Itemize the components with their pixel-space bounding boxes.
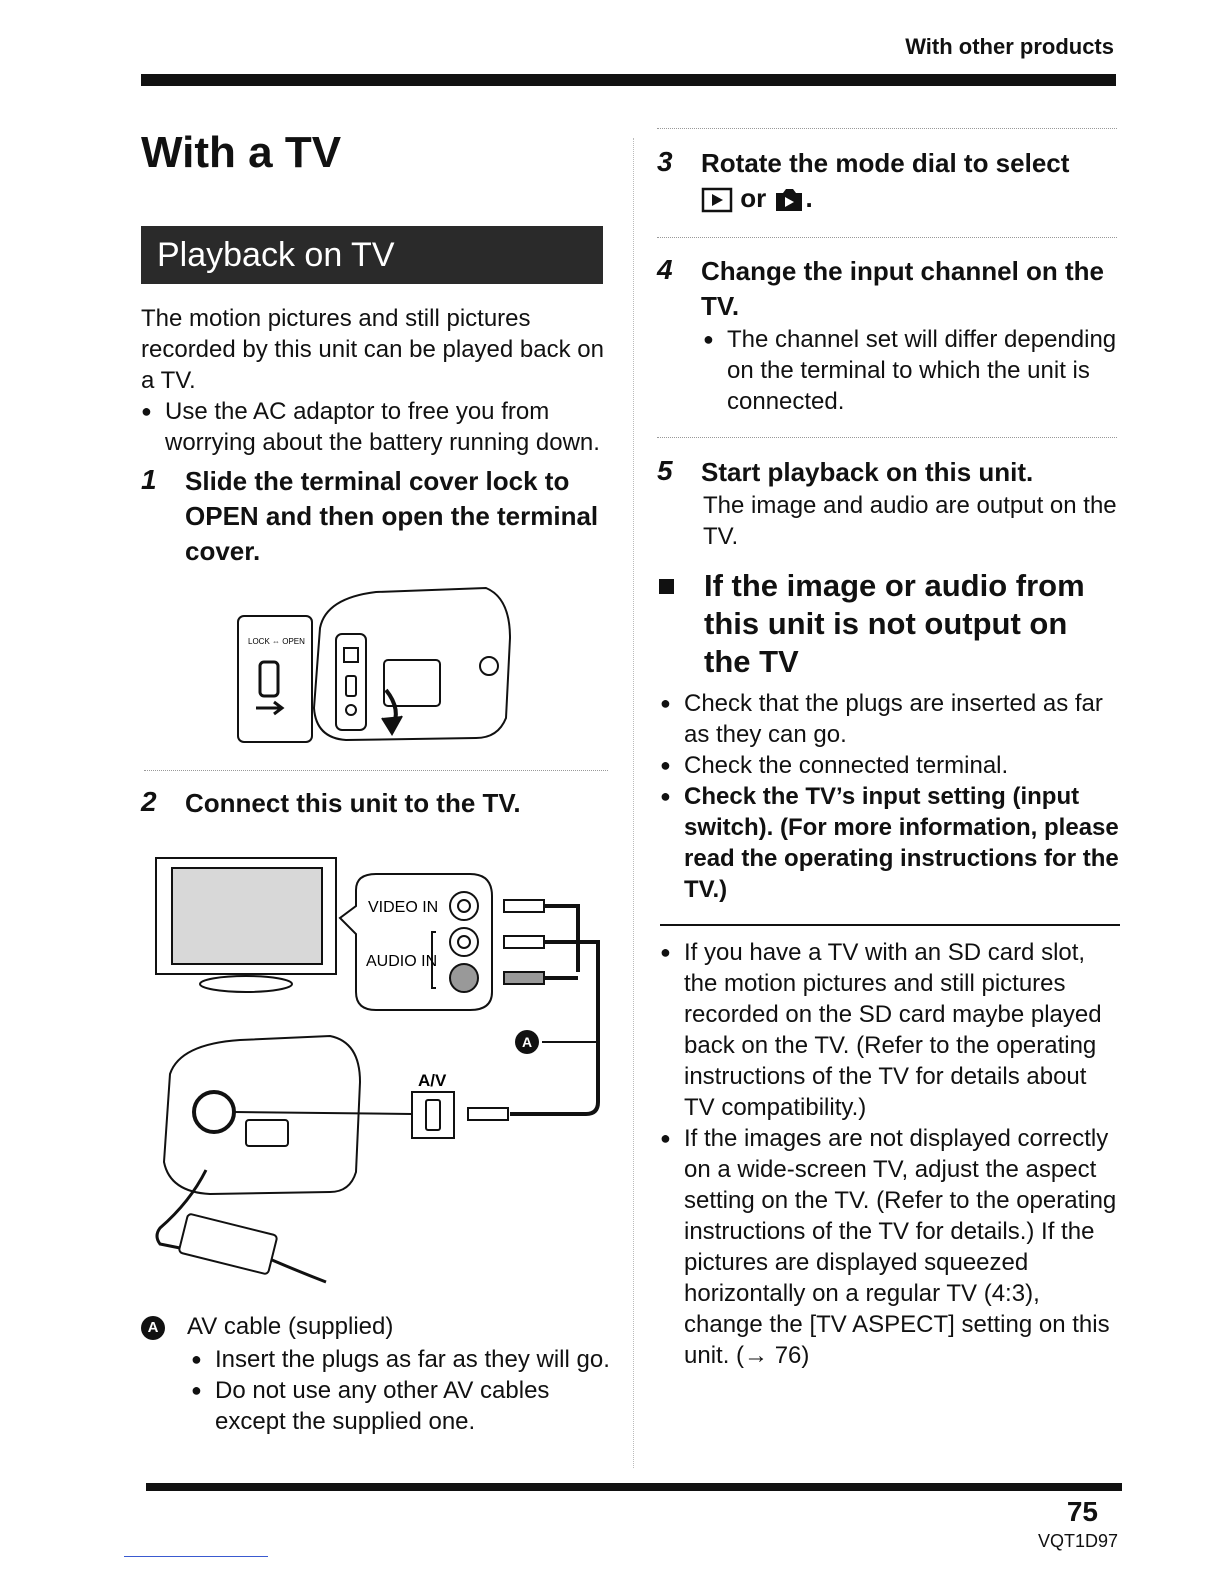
usb-port-icon [343, 647, 359, 663]
dc-cable [155, 1169, 208, 1250]
list-item: Check that the plugs are inserted as far… [660, 688, 1120, 750]
arrow-head-icon [381, 715, 403, 736]
step-4: 4 Change the input channel on the TV. Th… [657, 254, 1122, 417]
av-cable [510, 904, 600, 1116]
camera-panel [383, 659, 441, 707]
av-port-icon [345, 675, 357, 697]
list-item: The channel set will differ depending on… [703, 324, 1122, 417]
step-number: 5 [657, 455, 673, 486]
model-code: VQT1D97 [1037, 1531, 1118, 1551]
page-number: 75 [1066, 1496, 1098, 1527]
av-jack-box [411, 1091, 455, 1139]
audio-plug-r-icon [503, 971, 545, 985]
trouble-heading-text: If the image or audio from this unit is … [704, 568, 1085, 679]
section-banner: Playback on TV [141, 226, 603, 284]
step-title: Change the input channel on the TV. [701, 256, 1104, 321]
av-jack-icon [425, 1099, 441, 1131]
step-number: 1 [141, 464, 157, 495]
list-item: Check the TV’s input setting (input swit… [660, 781, 1120, 905]
tv-frame [155, 857, 337, 975]
step-number: 2 [141, 786, 157, 817]
legend-text: AV cable (supplied) [187, 1313, 394, 1340]
camera-play-icon [776, 189, 803, 212]
list-item: Check the connected terminal. [660, 750, 1120, 781]
list-item: If you have a TV with an SD card slot, t… [660, 937, 1120, 1123]
audio-in-label: AUDIO IN [366, 953, 437, 970]
audio-in-r-jack-icon [449, 963, 479, 993]
lock-label: LOCK ⇔ OPEN [248, 637, 305, 646]
list-item: If the images are not displayed correctl… [660, 1123, 1120, 1371]
step-2: 2 Connect this unit to the TV. [141, 786, 611, 821]
tv-input-callout [338, 873, 493, 1011]
video-in-jack-icon [449, 891, 479, 921]
tv-stand [199, 975, 293, 993]
step-number: 3 [657, 146, 673, 177]
footer-line [124, 1556, 268, 1557]
bottom-rule [146, 1483, 1122, 1491]
pointer-line [233, 1111, 413, 1115]
cover-inset-frame [237, 615, 313, 743]
camera-button [479, 656, 499, 676]
dotted-rule [144, 770, 608, 771]
camera-body [312, 586, 512, 742]
step-1: 1 Slide the terminal cover lock to OPEN … [141, 464, 611, 569]
step-title-text: Rotate the mode dial to select [701, 148, 1070, 178]
step-title: Slide the terminal cover lock to OPEN an… [185, 466, 599, 566]
arrow-right-icon [256, 700, 285, 716]
step-title: Start playback on this unit. [701, 457, 1034, 487]
dotted-rule [657, 128, 1117, 129]
column-divider [633, 138, 634, 1468]
black-square-icon [659, 579, 674, 594]
legend-row: A AV cable (supplied) [141, 1311, 611, 1342]
step-title: Connect this unit to the TV. [185, 788, 521, 818]
dc-port-icon [345, 704, 357, 716]
notes-list: If you have a TV with an SD card slot, t… [660, 937, 1120, 1371]
tv-screen [171, 867, 323, 965]
cable-legend: A AV cable (supplied) Insert the plugs as… [141, 1311, 611, 1437]
page-title: With a TV [141, 128, 342, 177]
terminal-cover-illustration: LOCK ⇔ OPEN [237, 586, 512, 743]
step-number: 4 [657, 254, 673, 285]
dotted-rule [657, 237, 1117, 238]
av-terminal-highlight [192, 1090, 236, 1134]
audio-plug-l-icon [503, 935, 545, 949]
camera-body [162, 1034, 362, 1196]
top-rule [141, 74, 1116, 86]
list-item: Do not use any other AV cables except th… [191, 1375, 611, 1437]
legend-badge-a: A [141, 1315, 165, 1340]
intro-text: The motion pictures and still pictures r… [141, 305, 604, 394]
callout-badge-label: A [522, 1034, 532, 1050]
intro-bullet: Use the AC adaptor to free you from worr… [141, 396, 611, 458]
terminal-panel [335, 633, 367, 731]
solid-rule [660, 924, 1120, 926]
period: . [805, 183, 813, 213]
ac-adaptor-icon [178, 1213, 278, 1275]
dotted-rule [657, 437, 1117, 438]
step-title: Rotate the mode dial to select or . [701, 146, 1069, 216]
av-plug-icon [467, 1107, 509, 1121]
tv-connection-illustration: A VIDEO IN AUDIO IN A/V [155, 857, 600, 1284]
audio-bracket [431, 931, 436, 989]
power-cord [271, 1258, 327, 1284]
troubleshooting-heading: If the image or audio from this unit is … [657, 567, 1122, 681]
video-plug-icon [503, 899, 545, 913]
camera-panel [245, 1119, 289, 1147]
list-item: Insert the plugs as far as they will go. [191, 1344, 611, 1375]
legend-bullets: Insert the plugs as far as they will go.… [141, 1344, 611, 1437]
video-in-label: VIDEO IN [368, 899, 438, 916]
step-3: 3 Rotate the mode dial to select or . [657, 146, 1122, 216]
or-text: or [740, 183, 767, 213]
callout-badge-a [515, 1030, 539, 1054]
section-header: With other products [905, 34, 1114, 59]
intro: The motion pictures and still pictures r… [141, 303, 611, 458]
troubleshooting-list: Check that the plugs are inserted as far… [660, 688, 1120, 905]
lock-switch-icon [258, 660, 280, 698]
audio-in-l-jack-icon [449, 927, 479, 957]
av-label: A/V [418, 1071, 447, 1090]
step-5: 5 Start playback on this unit. The image… [657, 455, 1122, 552]
play-in-box-icon [701, 187, 733, 213]
step-text: The image and audio are output on the TV… [703, 492, 1117, 550]
